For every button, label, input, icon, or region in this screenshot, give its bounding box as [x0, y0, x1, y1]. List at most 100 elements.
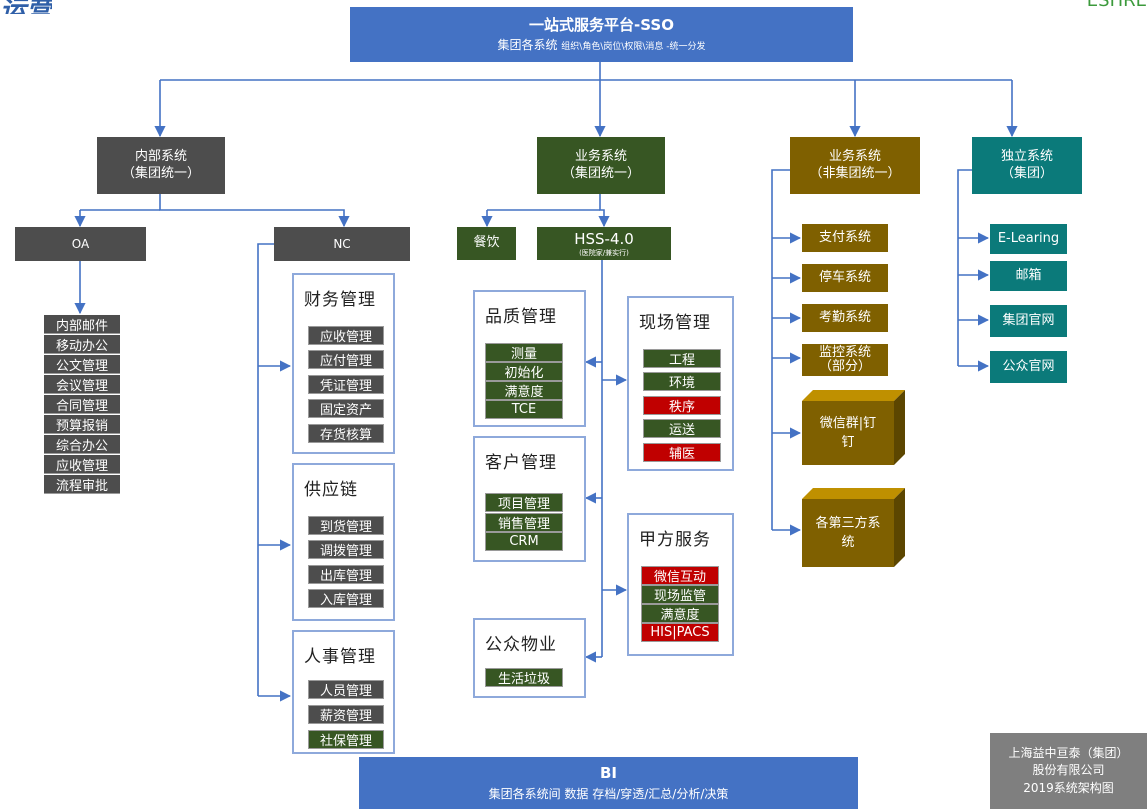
client-service-panel: 甲方服务 微信互动 现场监管 满意度 HIS|PACS	[627, 513, 734, 656]
finance-panel: 财务管理 应收管理 应付管理 凭证管理 固定资产 存货核算	[292, 273, 395, 454]
site-management-title: 现场管理	[639, 313, 711, 333]
quality-item: TCE	[485, 400, 563, 419]
customer-title: 客户管理	[485, 453, 557, 473]
public-property-item: 生活垃圾	[485, 668, 563, 687]
quality-item: 初始化	[485, 362, 563, 381]
payment-system-box: 支付系统	[802, 224, 888, 252]
sso-subtitle-detail: 组织\角色\岗位\权限\消息 -统一分发	[561, 42, 706, 53]
business-system-title: 业务系统	[574, 149, 627, 165]
public-property-title: 公众物业	[485, 635, 557, 655]
sso-title: 一站式服务平台-SSO	[529, 15, 674, 34]
wechat-dingtalk-line2: 钉	[841, 435, 855, 450]
site-management-item: 环境	[643, 372, 721, 391]
site-management-item: 工程	[643, 349, 721, 368]
site-management-item: 辅医	[643, 443, 721, 462]
customer-item: 销售管理	[485, 513, 563, 532]
oa-item: 内部邮件	[44, 315, 120, 334]
caption-line: 2019系统架构图	[1023, 780, 1114, 795]
sso-subtitle-main: 集团各系统	[497, 38, 558, 53]
public-property-panel: 公众物业 生活垃圾	[473, 618, 586, 698]
site-management-item: 运送	[643, 419, 721, 438]
elearning-box: E-Learing	[990, 224, 1067, 254]
client-service-item: 满意度	[641, 604, 719, 623]
wechat-dingtalk-line1: 微信群|钉	[819, 415, 877, 431]
internal-system-title: 内部系统	[134, 149, 187, 165]
group-website-box: 集团官网	[990, 305, 1067, 337]
attendance-system-box: 考勤系统	[802, 304, 888, 332]
bi-title: BI	[599, 764, 617, 783]
internal-system-box: 内部系统 （集团统一）	[97, 137, 225, 194]
bi-box: BI 集团各系统间 数据 存档/穿透/汇总/分析/决策	[359, 757, 858, 809]
third-party-line2: 统	[841, 535, 855, 550]
caption-line: 股份有限公司	[1032, 763, 1105, 778]
hr-item: 人员管理	[308, 680, 384, 699]
oa-item: 公文管理	[44, 355, 120, 374]
customer-item: 项目管理	[485, 493, 563, 512]
oa-item: 移动办公	[44, 335, 120, 354]
finance-item: 应付管理	[308, 350, 384, 369]
wechat-dingtalk-cube: 微信群|钉钉	[802, 390, 905, 465]
independent-system-title: 独立系统	[1000, 149, 1053, 165]
diagram-caption: 上海益中亘泰（集团） 股份有限公司 2019系统架构图	[990, 733, 1147, 809]
quality-title: 品质管理	[485, 307, 557, 327]
oa-item: 预算报销	[44, 415, 120, 434]
supply-chain-panel: 供应链 到货管理 调拨管理 出库管理 入库管理	[292, 463, 395, 621]
oa-item: 流程审批	[44, 475, 120, 494]
supply-chain-item: 到货管理	[308, 516, 384, 535]
mailbox-box: 邮箱	[990, 261, 1067, 291]
wechat-dingtalk-cube-shading	[802, 390, 905, 465]
hr-item: 社保管理	[308, 730, 384, 749]
supply-chain-item: 入库管理	[308, 589, 384, 608]
hr-title: 人事管理	[304, 647, 376, 667]
monitoring-system-box: 监控系统 （部分）	[802, 344, 888, 376]
client-service-item: HIS|PACS	[641, 623, 719, 642]
finance-item: 应收管理	[308, 326, 384, 345]
site-management-item: 秩序	[643, 396, 721, 415]
bi-subtitle: 集团各系统间 数据 存档/穿透/汇总/分析/决策	[488, 786, 729, 801]
monitoring-system-title: 监控系统	[818, 344, 871, 360]
sso-subtitle: 集团各系统 组织\角色\岗位\权限\消息 -统一分发	[497, 38, 705, 53]
business-system-note: （集团统一）	[561, 165, 640, 181]
catering-box: 餐饮	[457, 227, 516, 260]
finance-title: 财务管理	[304, 290, 376, 310]
client-service-item: 现场监管	[641, 585, 719, 604]
supply-chain-item: 出库管理	[308, 565, 384, 584]
oa-item: 合同管理	[44, 395, 120, 414]
third-party-cube: 各第三方系统	[802, 488, 905, 567]
hss-subtitle: (医院家/兼实行)	[579, 248, 629, 257]
business-nongroup-box: 业务系统 （非集团统一）	[790, 137, 920, 194]
monitoring-system-note: （部分）	[818, 359, 871, 374]
hr-panel: 人事管理 人员管理 薪资管理 社保管理	[292, 630, 395, 754]
public-website-box: 公众官网	[990, 351, 1067, 383]
oa-item: 应收管理	[44, 455, 120, 474]
nc-box: NC	[274, 227, 410, 261]
customer-item: CRM	[485, 532, 563, 551]
logo-left: 运营	[0, 0, 52, 14]
business-nongroup-note: （非集团统一）	[809, 165, 901, 181]
oa-box: OA	[15, 227, 146, 261]
business-system-box: 业务系统 （集团统一）	[537, 137, 665, 194]
client-service-item: 微信互动	[641, 566, 719, 585]
quality-item: 测量	[485, 343, 563, 362]
parking-system-box: 停车系统	[802, 264, 888, 292]
business-nongroup-title: 业务系统	[828, 149, 881, 165]
quality-item: 满意度	[485, 381, 563, 400]
hr-item: 薪资管理	[308, 705, 384, 724]
logo-right: ESHRE	[1087, 0, 1147, 10]
client-service-title: 甲方服务	[639, 530, 711, 550]
caption-line: 上海益中亘泰（集团）	[1008, 745, 1129, 760]
finance-item: 凭证管理	[308, 375, 384, 394]
quality-panel: 品质管理 测量 初始化 满意度 TCE	[473, 290, 586, 427]
hss-box: HSS-4.0 (医院家/兼实行)	[537, 227, 671, 260]
independent-system-box: 独立系统 （集团）	[972, 137, 1082, 194]
sso-platform-box: 一站式服务平台-SSO 集团各系统 组织\角色\岗位\权限\消息 -统一分发	[350, 7, 853, 62]
oa-item: 综合办公	[44, 435, 120, 454]
third-party-line1: 各第三方系	[815, 515, 881, 531]
independent-system-note: （集团）	[1000, 165, 1053, 181]
oa-item: 会议管理	[44, 375, 120, 394]
internal-system-note: （集团统一）	[121, 165, 200, 181]
customer-panel: 客户管理 项目管理 销售管理 CRM	[473, 436, 586, 562]
third-party-cube-shading	[802, 488, 905, 567]
finance-item: 存货核算	[308, 424, 384, 443]
